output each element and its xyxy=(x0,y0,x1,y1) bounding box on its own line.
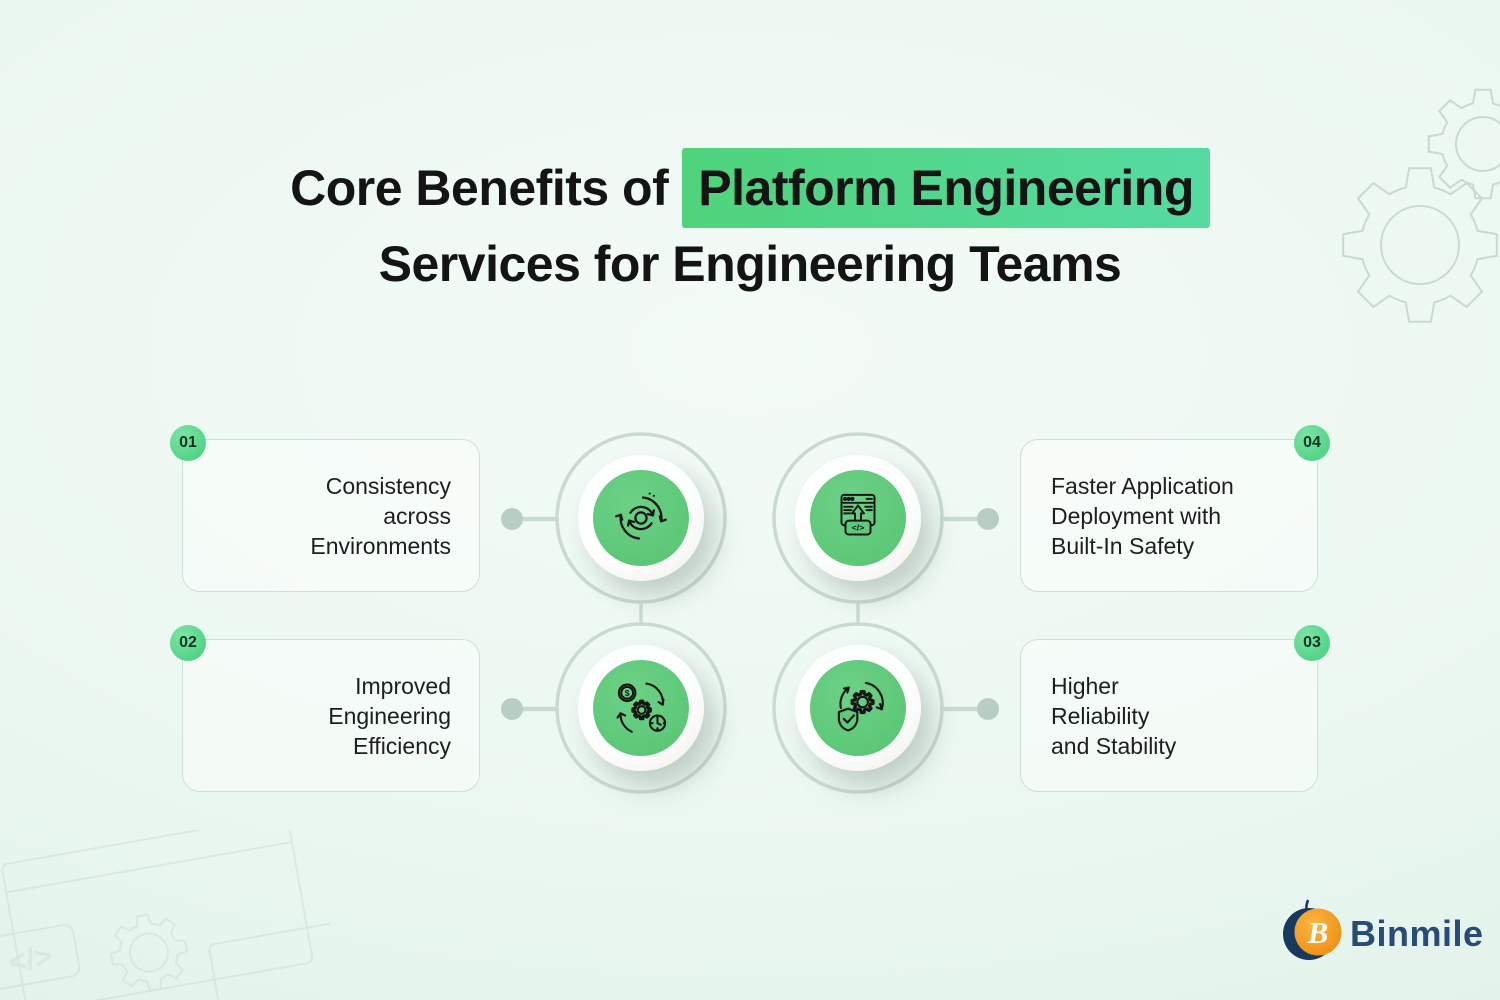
benefit-line: Deployment with xyxy=(1051,502,1222,529)
app-deployment-code-icon: </> xyxy=(810,470,906,566)
dollar-glyph: $ xyxy=(625,688,630,698)
connector-dot xyxy=(501,508,523,530)
benefit-line: Consistency xyxy=(325,472,451,499)
number-badge-04: 04 xyxy=(1294,425,1330,461)
benefit-line: Engineering xyxy=(328,702,451,729)
code-tag-glyph: </> xyxy=(852,523,864,533)
benefit-line: across xyxy=(383,502,451,529)
benefit-card-reliability: 03 Higher Reliability and Stability xyxy=(1020,625,1330,792)
title-line-2: Services for Engineering Teams xyxy=(378,236,1122,292)
benefit-card-deployment: 04 Faster Application Deployment with Bu… xyxy=(1020,425,1330,592)
connector-dot xyxy=(977,508,999,530)
benefit-card-consistency: 01 Consistency across Environments xyxy=(170,425,480,592)
benefit-line: Efficiency xyxy=(352,732,451,759)
benefit-circle-2: $ xyxy=(578,645,704,771)
benefit-line: and Stability xyxy=(1051,732,1177,759)
connector-dot xyxy=(501,698,523,720)
gears-decoration-top-right-icon xyxy=(1342,89,1500,323)
cost-time-efficiency-icon: $ xyxy=(593,660,689,756)
title-highlight: Platform Engineering xyxy=(682,148,1210,228)
number-badge-02: 02 xyxy=(170,625,206,661)
benefit-circle-3: </> xyxy=(795,455,921,581)
shield-gear-reliability-icon xyxy=(810,660,906,756)
benefit-card-text: Faster Application Deployment with Built… xyxy=(1021,471,1317,561)
title-prefix: Core Benefits of xyxy=(290,160,669,216)
binmile-logo: B Binmile xyxy=(1283,899,1484,960)
benefit-line: Faster Application xyxy=(1051,472,1234,499)
watermark-code-text: </> xyxy=(6,940,54,980)
benefit-line: Built-In Safety xyxy=(1051,532,1195,559)
benefit-line: Environments xyxy=(310,532,451,559)
benefit-line: Reliability xyxy=(1051,702,1150,729)
connector-dot xyxy=(977,698,999,720)
benefit-line: Higher xyxy=(1051,672,1119,699)
benefit-card-text: Improved Engineering Efficiency xyxy=(183,671,479,761)
benefit-card-text: Higher Reliability and Stability xyxy=(1021,671,1317,761)
number-badge-01: 01 xyxy=(170,425,206,461)
binmile-logo-text: Binmile xyxy=(1350,913,1484,954)
binmile-logo-mark: B xyxy=(1283,899,1342,960)
code-document-watermark: </> xyxy=(0,830,330,1000)
benefit-card-text: Consistency across Environments xyxy=(183,471,479,561)
benefit-circle-4 xyxy=(795,645,921,771)
svg-text:B: B xyxy=(1307,915,1329,950)
benefit-card-efficiency: 02 Improved Engineering Efficiency xyxy=(170,625,480,792)
number-badge-03: 03 xyxy=(1294,625,1330,661)
benefit-line: Improved xyxy=(355,672,451,699)
sync-cycle-icon xyxy=(593,470,689,566)
benefit-circle-1 xyxy=(578,455,704,581)
